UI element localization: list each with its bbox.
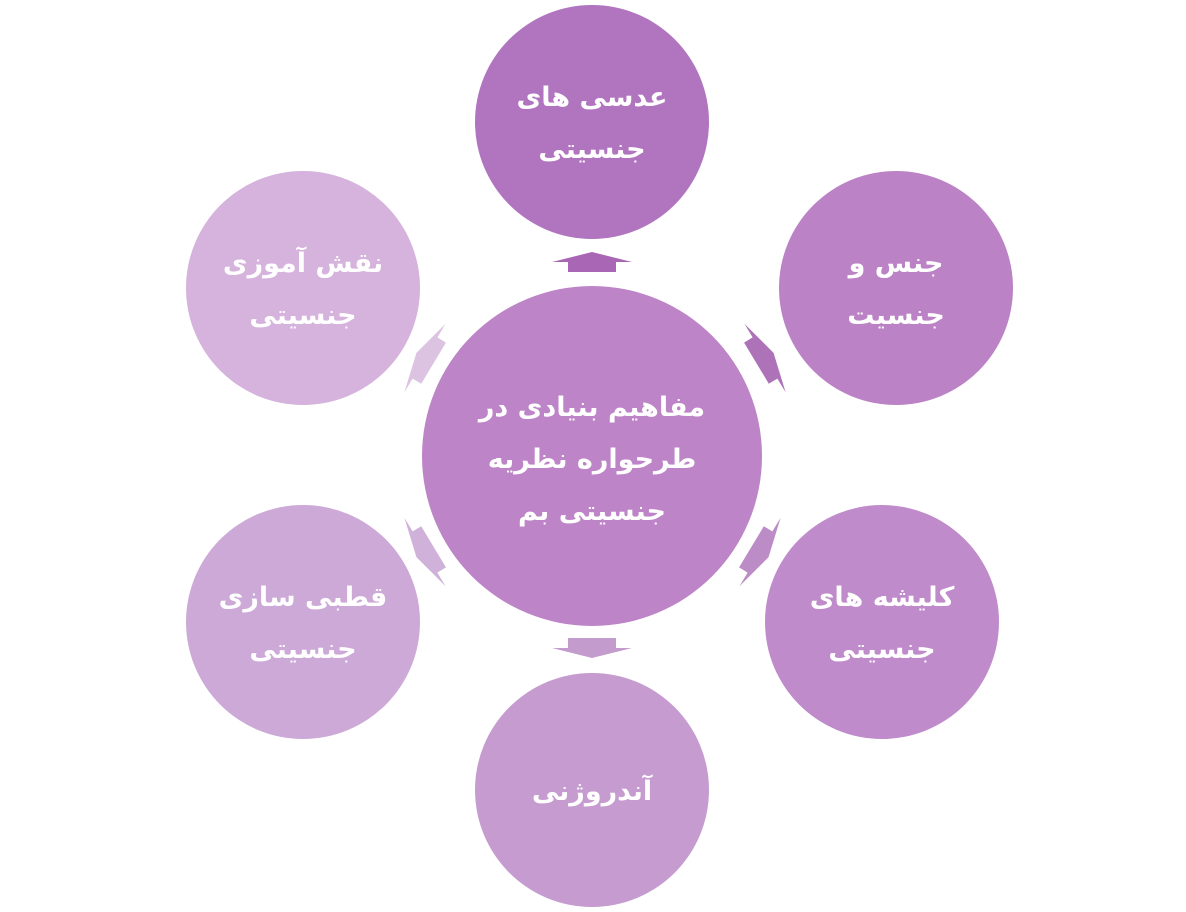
node-label-androgyny: آندروژنی (532, 774, 653, 807)
arrow-icon-role-learning (404, 323, 446, 393)
node-circle-androgyny (475, 673, 709, 907)
node-label-stereotypes: کلیشه های (810, 582, 955, 613)
node-label-polarization: جنسیتی (249, 634, 356, 665)
center-circle (422, 286, 762, 626)
arrow-icon-lenses (552, 252, 632, 272)
center-label-line-3: جنسیتی بم (518, 496, 666, 527)
node-label-sex-gender: جنس و (847, 248, 944, 279)
arrow-icon-sex-gender (744, 323, 786, 393)
node-circle-lenses (475, 5, 709, 239)
arrow-icon-polarization (404, 517, 446, 587)
arrow-icon-stereotypes (739, 517, 781, 587)
arrow-icon-androgyny (552, 638, 632, 658)
node-label-polarization: قطبی سازی (219, 582, 388, 613)
node-label-lenses: عدسی های (517, 82, 668, 113)
node-circle-sex-gender (779, 171, 1013, 405)
node-label-role-learning: نقش آموزی (223, 246, 383, 279)
node-circle-polarization (186, 505, 420, 739)
center-label-line-2: طرحواره نظریه (488, 444, 697, 475)
center-label-line-1: مفاهیم بنیادی در (477, 392, 705, 423)
node-label-stereotypes: جنسیتی (828, 634, 935, 665)
node-circle-stereotypes (765, 505, 999, 739)
node-circle-role-learning (186, 171, 420, 405)
node-label-lenses: جنسیتی (538, 134, 645, 165)
node-label-sex-gender: جنسیت (847, 300, 945, 331)
node-label-role-learning: جنسیتی (249, 300, 356, 331)
